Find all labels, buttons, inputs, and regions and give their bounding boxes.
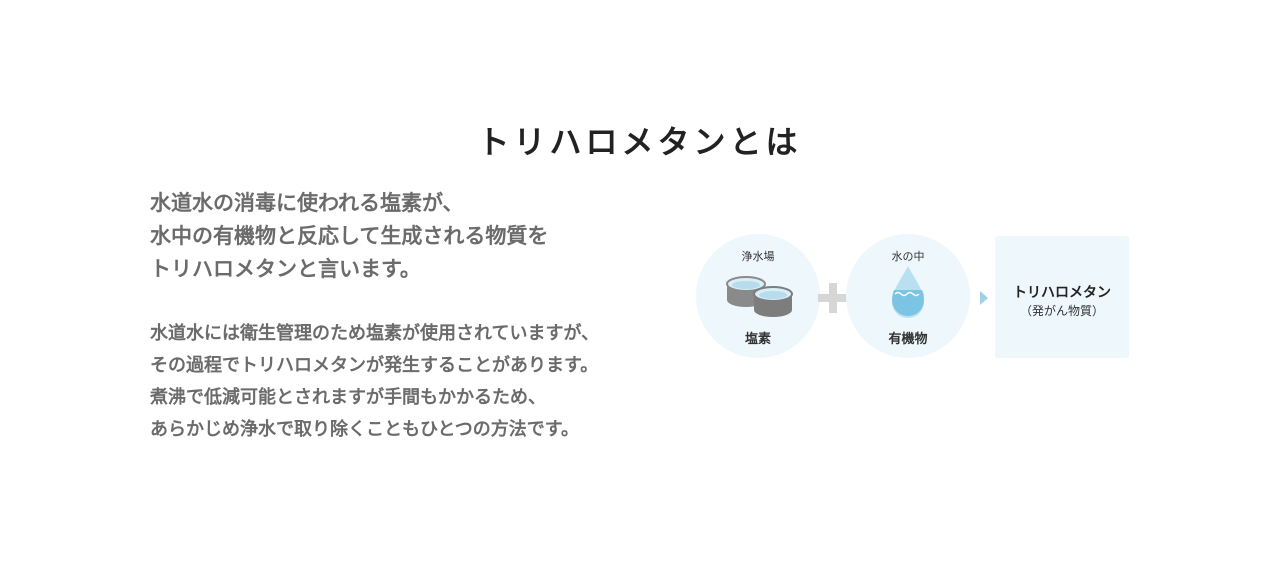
lead-text: 水道水の消毒に使われる塩素が、 水中の有機物と反応して生成される物質を トリハロ… [150,187,670,286]
trihalomethane-diagram: 浄水場 塩素 水の中 有機物 トリハロメタン （発がん物質） [696,234,1136,360]
lead-line: トリハロメタンと言います。 [150,257,421,281]
organic-circle: 水の中 有機物 [846,234,970,358]
result-label: トリハロメタン [1013,285,1111,301]
water-drop-icon [892,266,924,318]
circle-caption: 水の中 [891,250,925,263]
result-box: トリハロメタン （発がん物質） [995,236,1129,358]
page-title: トリハロメタンとは [477,123,802,162]
body-text: 水道水には衛生管理のため塩素が使用されていますが、 その過程でトリハロメタンが発… [150,318,670,446]
body-line: 煮沸で低減可能とされますが手間もかかるため、 [150,387,546,408]
lead-line: 水道水の消毒に使われる塩素が、 [150,191,464,215]
body-line: その過程でトリハロメタンが発生することがあります。 [150,355,599,376]
body-line: 水道水には衛生管理のため塩素が使用されていますが、 [150,323,600,344]
circle-label: 塩素 [744,332,771,347]
arrow-right-icon [980,291,988,305]
result-sublabel: （発がん物質） [1019,304,1104,318]
circle-caption: 浄水場 [741,250,775,263]
body-line: あらかじめ浄水で取り除くこともひとつの方法です。 [150,419,579,440]
lead-line: 水中の有機物と反応して生成される物質を [150,224,549,248]
water-tanks-icon [726,276,793,317]
plus-icon [818,283,848,313]
chlorine-circle: 浄水場 塩素 [696,234,820,358]
circle-label: 有機物 [888,332,928,347]
